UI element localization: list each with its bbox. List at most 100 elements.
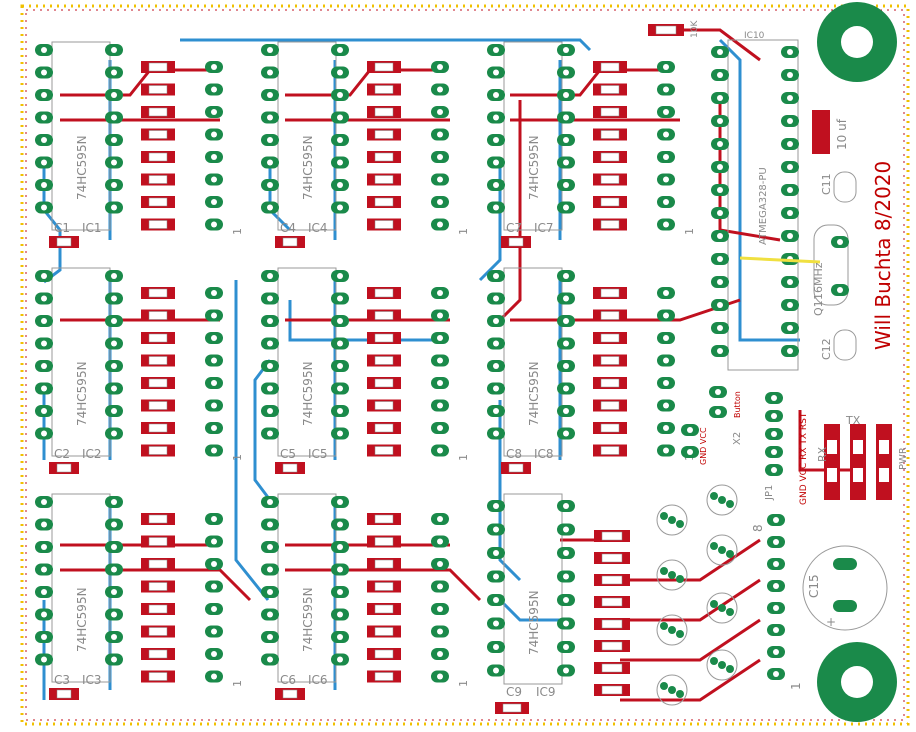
pad-hole (337, 499, 343, 505)
trace-bottom (268, 160, 292, 232)
pad-hole (267, 340, 273, 347)
pad-hole (111, 589, 117, 595)
pad-hole (437, 290, 443, 296)
pad-hole (267, 430, 273, 437)
smd-body (148, 311, 168, 320)
row-marker: 1 (231, 454, 244, 461)
pad-hole (663, 64, 669, 70)
crystal-label: 16MHz (812, 262, 825, 300)
pad-hole (563, 385, 569, 392)
pad-hole (41, 363, 47, 369)
smd-body (56, 463, 72, 473)
pad-hole (41, 318, 47, 324)
pad-hole (437, 312, 443, 319)
pad-hole (111, 47, 117, 53)
cap-label: C3 (54, 673, 70, 687)
pad-hole (337, 295, 343, 302)
row-marker: 1 (683, 228, 696, 235)
pad-hole (267, 634, 273, 640)
part-label: 74HC595N (527, 135, 541, 200)
pad-hole (111, 114, 117, 121)
pad-hole (563, 318, 569, 324)
pad-hole (111, 137, 117, 143)
led-resistor-pair (876, 424, 892, 500)
row-marker: 1 (789, 682, 803, 690)
smd-body (374, 175, 394, 184)
pad-hole (437, 447, 443, 454)
pad (676, 575, 684, 583)
pad (726, 665, 734, 673)
row-marker: 1 (457, 454, 470, 461)
smd-body (853, 440, 863, 454)
pad-hole (211, 335, 217, 341)
pad-hole (787, 325, 793, 331)
trace-top (680, 28, 761, 62)
pad-hole (267, 47, 273, 53)
transistor-outline (706, 592, 738, 624)
pad-hole (663, 176, 669, 183)
pwr-label: PWR (898, 447, 909, 470)
pad-hole (211, 628, 217, 635)
pad-hole (717, 233, 723, 239)
pad-hole (837, 239, 843, 245)
pad-hole (41, 204, 47, 211)
pad-hole (337, 340, 343, 347)
mounting-hole (817, 2, 897, 82)
pad-hole (211, 538, 217, 545)
pad-hole (493, 430, 499, 437)
pad-hole (337, 204, 343, 211)
pad-hole (563, 137, 569, 143)
smd-body (502, 703, 522, 713)
pad-hole (563, 644, 569, 650)
electrolytic-cap (812, 110, 830, 154)
pad-hole (563, 526, 569, 533)
cap-label: C2 (54, 447, 70, 461)
pad-hole (663, 199, 669, 205)
pad-hole (717, 118, 723, 124)
pad-hole (663, 380, 669, 386)
pad-hole (437, 199, 443, 205)
pad-hole (773, 649, 779, 655)
smd-body (148, 130, 168, 139)
cap-value-label: 10 uf (835, 118, 849, 150)
smd-body (374, 85, 394, 94)
pad-hole (787, 95, 793, 101)
smd-body (148, 175, 168, 184)
pad-hole (111, 385, 117, 392)
pad-hole (493, 526, 499, 533)
pad-hole (267, 137, 273, 143)
pad-hole (437, 357, 443, 364)
pad-hole (563, 667, 569, 674)
smd-body (374, 107, 394, 117)
smd-body (827, 468, 837, 482)
part-label: 74HC595N (527, 590, 541, 655)
transistor-array: 81 (656, 484, 803, 706)
cap-label: C7 (506, 221, 522, 235)
smd-body (374, 62, 394, 72)
pad-hole (41, 137, 47, 143)
smd-body (600, 356, 620, 365)
pad-hole (437, 64, 443, 70)
pad-hole (493, 340, 499, 347)
pad-hole (437, 380, 443, 386)
pad-hole (41, 159, 47, 166)
pad-hole (267, 363, 273, 369)
pad-hole (563, 503, 569, 509)
pad-hole (773, 671, 779, 677)
pad (668, 686, 676, 694)
pad (660, 622, 668, 630)
chip-ref-label: IC2 (82, 447, 102, 461)
pad-hole (111, 318, 117, 324)
pad-hole (211, 176, 217, 183)
smd-body (601, 685, 623, 695)
x2-label: X2 (732, 432, 743, 445)
pad-hole (41, 611, 47, 618)
pad-hole (211, 199, 217, 205)
smd-body (374, 649, 394, 659)
pad-hole (337, 544, 343, 550)
pad-hole (337, 92, 343, 98)
pad-hole (787, 302, 793, 308)
smd-body (374, 356, 394, 365)
smd-body (601, 619, 623, 629)
